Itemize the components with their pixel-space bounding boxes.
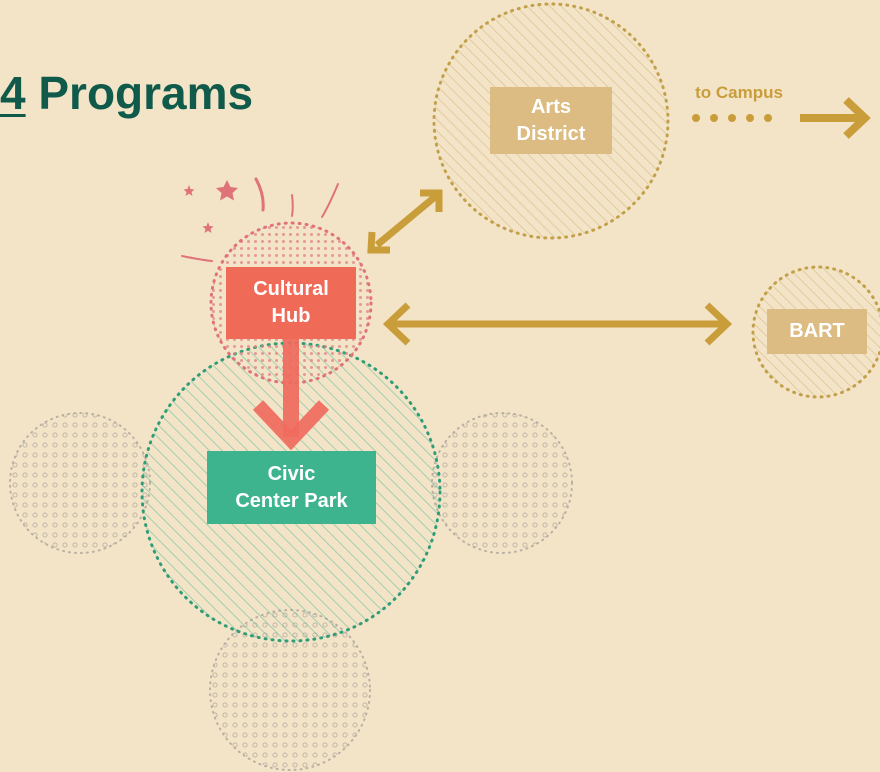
- page-title-number: 4: [0, 67, 26, 119]
- west-area: [9, 412, 151, 554]
- bart-label: BART: [767, 309, 867, 354]
- down-arrow-head: [252, 400, 330, 451]
- neutral-areas: [9, 412, 573, 771]
- campus-dot-3: [728, 114, 736, 122]
- campus-dot-4: [746, 114, 754, 122]
- to-campus-label: to Campus: [695, 83, 783, 102]
- bart-connector-head-end: [704, 302, 733, 346]
- burst-ray-4: [181, 255, 213, 262]
- arts-connector-head-end: [420, 189, 443, 212]
- burst-ray-3: [321, 183, 339, 218]
- double-arrow-icon: [367, 189, 443, 254]
- burst-ray-1: [254, 177, 265, 212]
- arts-connector-head-start: [367, 231, 390, 254]
- campus-dot-1: [692, 114, 700, 122]
- civic-center-park-label: Civic Center Park: [207, 451, 376, 524]
- page-title: 4 Programs: [0, 58, 253, 128]
- burst-ray-2: [291, 194, 294, 217]
- down-arrow-icon: [252, 338, 330, 451]
- campus-dot-5: [764, 114, 772, 122]
- right-arrow-icon: [800, 97, 871, 139]
- south-area: [209, 609, 371, 771]
- page-title-text: Programs: [38, 67, 254, 119]
- burst-icon: [181, 177, 339, 262]
- burst-star-large: [216, 180, 238, 201]
- cultural-hub-label: Cultural Hub: [226, 267, 356, 339]
- campus-dot-2: [710, 114, 718, 122]
- arts-connector-shaft: [374, 193, 439, 248]
- campus-dots: [692, 114, 772, 122]
- bart-connector-head-start: [382, 302, 411, 346]
- campus-arrow-head: [843, 97, 871, 139]
- burst-star-small-2: [202, 222, 214, 233]
- arts-district-label: Arts District: [490, 87, 612, 154]
- bart-connector-arrow: [382, 302, 733, 346]
- burst-star-small: [183, 185, 195, 196]
- east-area: [431, 412, 573, 554]
